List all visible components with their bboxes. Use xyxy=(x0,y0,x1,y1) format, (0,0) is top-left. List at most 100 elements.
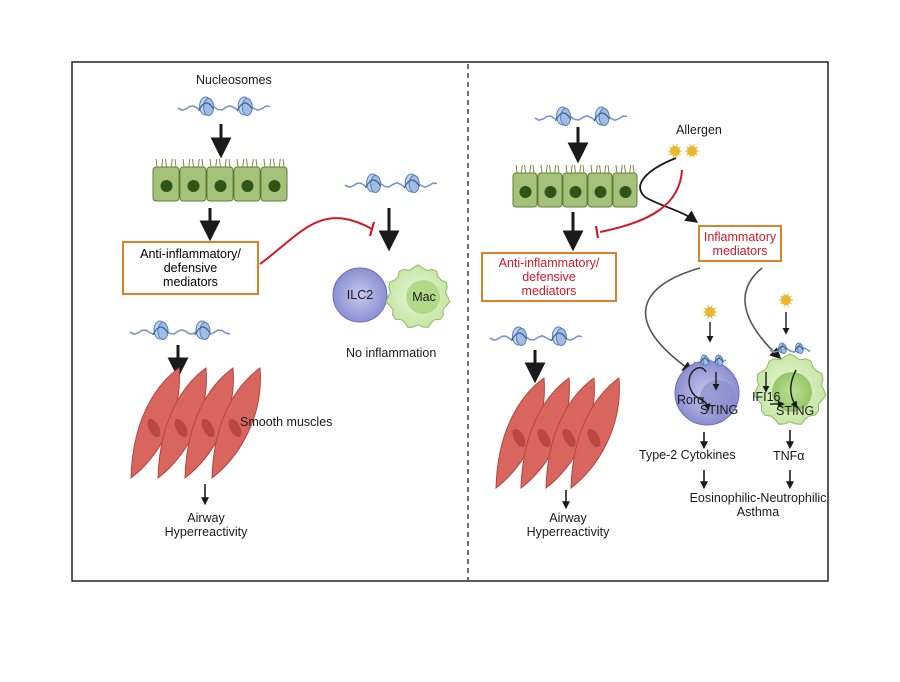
anti-inflammatory-box-left xyxy=(122,241,259,295)
epithelial-nucleus xyxy=(619,186,632,198)
smooth-muscle-cell xyxy=(570,377,620,490)
dna-strand-right-top xyxy=(534,106,628,126)
epithelial-cell xyxy=(587,164,613,208)
smooth-muscle-cell xyxy=(545,377,595,490)
dna-strand xyxy=(177,104,271,112)
inhibition-curve-left xyxy=(259,217,373,265)
ifi16-label: IFI16 xyxy=(752,390,781,404)
curve-to-mac xyxy=(744,267,782,360)
inhibition-bar-right xyxy=(594,225,600,239)
muscle-nucleus xyxy=(201,418,215,438)
epithelial-cell xyxy=(537,164,563,208)
rora-label: Rorα xyxy=(677,393,705,407)
muscle-nucleus xyxy=(587,428,601,448)
nucleosome xyxy=(194,320,211,340)
smooth-muscle-cell xyxy=(184,367,234,480)
epithelium-right xyxy=(512,164,638,208)
muscle-nucleus xyxy=(537,428,551,448)
allergen-particle xyxy=(685,144,699,158)
allergen-particles xyxy=(668,144,699,158)
inflammatory-mediators-label: Inflammatory mediators xyxy=(703,229,777,258)
epithelial-cell xyxy=(179,158,207,202)
smooth-muscle-cell xyxy=(130,367,180,480)
allergen-particle xyxy=(779,293,793,307)
dna-strand xyxy=(769,347,811,354)
curve-to-ilc2 xyxy=(644,267,701,373)
type2-cytokines-label: Type-2 Cytokines xyxy=(639,448,736,462)
epithelial-cell xyxy=(152,158,180,202)
smooth-muscle-cell xyxy=(520,377,570,490)
mac-label-left: Mac xyxy=(412,290,436,304)
inhibition-bar-left xyxy=(368,221,376,237)
airway-label-right: Airway Hyperreactivity xyxy=(526,511,610,539)
sting-label-mac: STING xyxy=(776,404,815,418)
smooth-muscles-right xyxy=(495,377,620,490)
sting-label-ilc2: STING xyxy=(700,403,739,417)
dna-strand xyxy=(489,334,583,342)
nucleosome xyxy=(152,320,169,340)
muscle-nucleus xyxy=(147,418,161,438)
anti-inflammatory-label-left: Anti-inflammatory/ defensive mediators xyxy=(140,247,241,289)
nucleosomes-label: Nucleosomes xyxy=(196,73,272,87)
dna-strand xyxy=(534,114,628,122)
dna-strand-right-bottom xyxy=(489,326,583,346)
epithelium-left xyxy=(152,158,288,202)
dna-strand-left-top xyxy=(177,96,271,116)
no-inflammation-label: No inflammation xyxy=(346,346,437,360)
tnf-alpha-label: TNFα xyxy=(773,449,805,463)
smooth-muscle-cell xyxy=(211,367,261,480)
nucleosome xyxy=(403,173,420,193)
nucleosome xyxy=(777,342,787,355)
nucleosome xyxy=(550,326,567,346)
muscle-nucleus xyxy=(174,418,188,438)
dna-inside-ilc2 xyxy=(693,354,727,367)
epithelial-nucleus xyxy=(519,186,532,198)
nucleosome xyxy=(555,106,572,126)
epithelial-nucleus xyxy=(594,186,607,198)
muscle-nucleus xyxy=(228,418,242,438)
epithelial-cell xyxy=(512,164,538,208)
allergen-particle xyxy=(668,144,682,158)
epithelial-nucleus xyxy=(187,180,200,192)
nucleosome xyxy=(510,326,528,346)
allergen-near-ilc2 xyxy=(703,305,717,319)
arrow-mac-internal xyxy=(790,369,798,409)
epithelial-nucleus xyxy=(569,186,582,198)
epithelial-nucleus xyxy=(160,180,173,192)
epithelial-cell xyxy=(233,158,261,202)
nucleosome xyxy=(699,354,710,367)
dna-strand-left-bottom xyxy=(129,320,231,340)
nucleosome xyxy=(593,106,610,126)
dna-strand xyxy=(129,328,231,336)
arrow-ilc2-internal xyxy=(688,366,711,411)
epithelial-cell xyxy=(562,164,588,208)
smooth-muscles-left xyxy=(130,367,261,480)
allergen-entry-path xyxy=(639,157,699,223)
epithelial-nucleus xyxy=(241,180,254,192)
dna-strand-left-mid xyxy=(344,173,438,193)
smooth-muscle-cell xyxy=(495,377,545,490)
allergen-label: Allergen xyxy=(676,123,722,137)
epithelial-cell xyxy=(260,158,288,202)
dna-inside-mac xyxy=(769,342,811,355)
smooth-muscle-cell xyxy=(157,367,207,480)
inflammatory-mediators-box xyxy=(698,225,782,262)
smooth-muscles-label: Smooth muscles xyxy=(240,415,333,429)
allergen-near-mac xyxy=(779,293,793,307)
epithelial-cell xyxy=(612,164,638,208)
anti-inflammatory-label-right: Anti-inflammatory/ defensive mediators xyxy=(498,256,600,298)
asthma-label: Eosinophilic-Neutrophilic Asthma xyxy=(689,491,827,519)
nucleosome xyxy=(365,173,382,193)
epithelial-nucleus xyxy=(214,180,227,192)
inhibition-curve-right xyxy=(599,169,683,233)
epithelial-cell xyxy=(206,158,234,202)
epithelial-nucleus xyxy=(544,186,557,198)
nucleosome xyxy=(236,96,253,116)
muscle-nucleus xyxy=(512,428,526,448)
airway-label-left: Airway Hyperreactivity xyxy=(164,511,248,539)
dna-strand xyxy=(344,181,438,189)
nucleosome xyxy=(198,96,215,116)
nucleosome xyxy=(714,354,724,367)
